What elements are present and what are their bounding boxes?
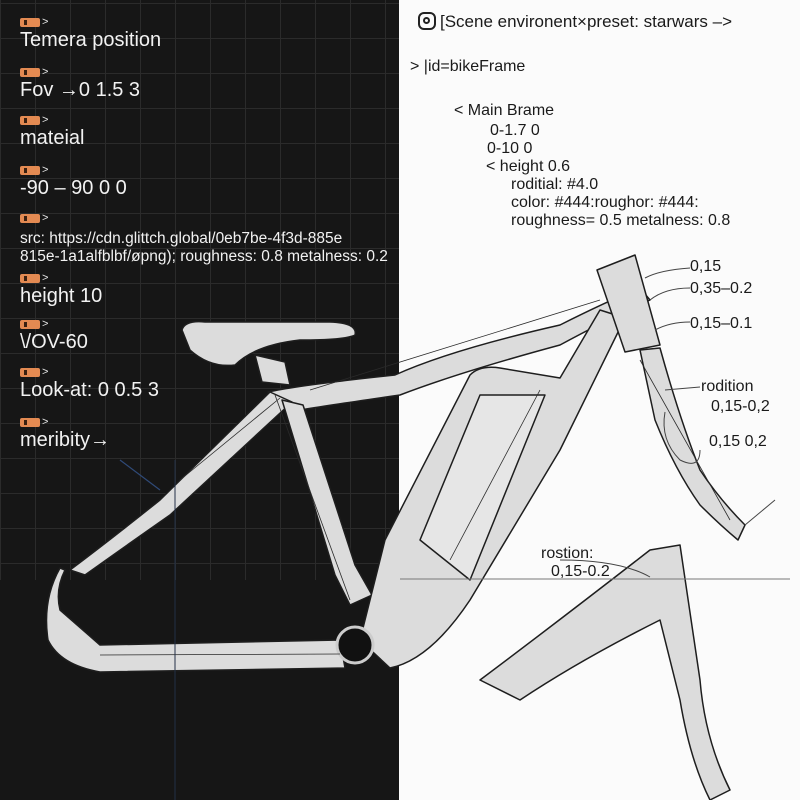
property-row[interactable]: > src: https://cdn.glittch.global/0eb7be… — [20, 212, 388, 266]
property-row[interactable]: > -90 – 90 0 0 — [20, 164, 127, 200]
entity-id[interactable]: > |id=bikeFrame — [410, 58, 526, 75]
annotation-fork-val2: 0,15 0,2 — [709, 433, 767, 450]
annotation-fork-label: rodition — [701, 378, 754, 395]
orange-tag-icon: > — [20, 164, 127, 176]
property-label-cont: 815e-1a1alfblbf/øpng); roughness: 0.8 me… — [20, 248, 388, 265]
orange-tag-icon: > — [20, 318, 88, 330]
property-label: \/OV-60 — [20, 331, 88, 353]
orange-tag-icon: > — [20, 114, 84, 126]
annotation-post-val: 0,15-0.2 — [551, 563, 610, 580]
annotation-head-low: 0,15–0.1 — [690, 315, 753, 332]
tree-child-node[interactable]: < height 0.6 — [486, 158, 571, 175]
scene-camera-icon — [418, 12, 436, 30]
property-label: mateial — [20, 127, 85, 149]
annotation-head-mid: 0,35–0.2 — [690, 280, 753, 297]
tree-node-main-frame[interactable]: < Main Brame — [454, 102, 555, 119]
orange-tag-icon: > — [20, 416, 110, 428]
tree-color: color: #444:roughor: #444: — [511, 194, 699, 211]
property-row[interactable]: > Temera position — [20, 16, 161, 52]
orange-tag-icon: > — [20, 16, 161, 28]
annotation-fork-val1: 0,15-0,2 — [711, 398, 770, 415]
property-label: height 10 — [20, 285, 103, 307]
property-row[interactable]: > meribity→ — [20, 416, 110, 452]
tree-rotation: 0-10 0 — [487, 140, 533, 157]
scene-header[interactable]: [Scene environent×preset: starwars –> — [418, 12, 732, 31]
scene-header-label: [Scene environent×preset: starwars –> — [440, 12, 732, 31]
annotation-head-top: 0,15 — [690, 258, 722, 275]
tree-position: 0-1.7 0 — [490, 122, 540, 139]
property-label: Fov →0 1.5 3 — [20, 79, 141, 101]
property-label: Look-at: 0 0.5 3 — [20, 379, 159, 401]
property-label: src: https://cdn.glittch.global/0eb7be-4… — [20, 230, 343, 247]
property-row[interactable]: > Fov →0 1.5 3 — [20, 66, 140, 102]
orange-tag-icon: > — [20, 366, 159, 378]
tree-material: roughness= 0.5 metalness: 0.8 — [511, 212, 731, 229]
property-row[interactable]: > \/OV-60 — [20, 318, 88, 354]
property-row[interactable]: > height 10 — [20, 272, 102, 308]
property-label: -90 – 90 0 0 — [20, 177, 127, 199]
property-label: Temera position — [20, 29, 162, 51]
property-label: meribity→ — [20, 429, 111, 451]
orange-tag-icon: > — [20, 212, 388, 224]
tree-radial: roditial: #4.0 — [511, 176, 599, 193]
orange-tag-icon: > — [20, 272, 102, 284]
property-row[interactable]: > mateial — [20, 114, 84, 150]
orange-tag-icon: > — [20, 66, 140, 78]
annotation-post-label: rostion: — [541, 545, 594, 562]
property-row[interactable]: > Look-at: 0 0.5 3 — [20, 366, 159, 402]
